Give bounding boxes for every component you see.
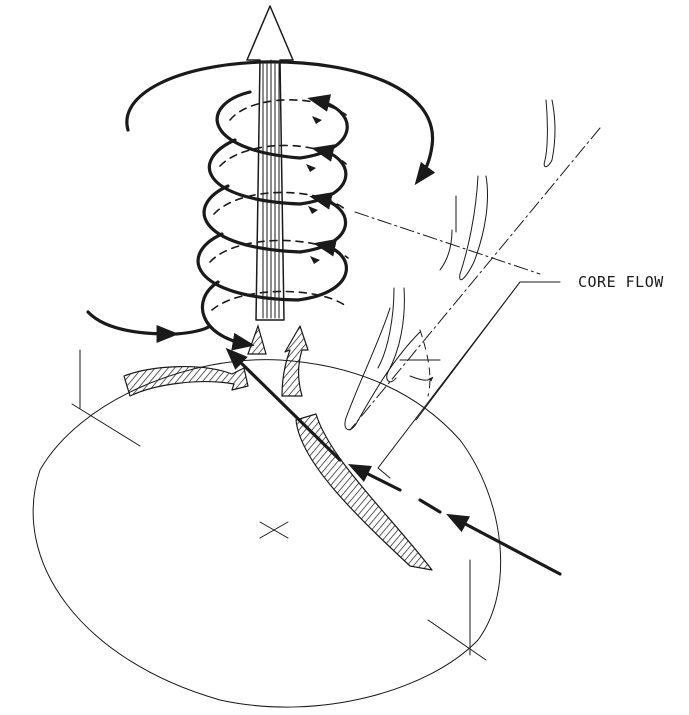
reference-lines <box>72 350 486 660</box>
axis-lines <box>350 128 600 430</box>
core-flow-leaders <box>378 282 560 478</box>
left-inflow-tail <box>176 326 210 334</box>
core-flow-label: CORE FLOW <box>578 273 664 291</box>
helix-inner-arrows <box>306 116 322 264</box>
core-updraft-arrow <box>247 6 293 320</box>
x-mark-icon <box>260 522 288 538</box>
ground-surface <box>33 360 500 707</box>
core-flow-streamtubes <box>345 100 555 430</box>
left-inflow-arrow <box>88 312 170 334</box>
surface-inflow-bands <box>124 326 432 570</box>
